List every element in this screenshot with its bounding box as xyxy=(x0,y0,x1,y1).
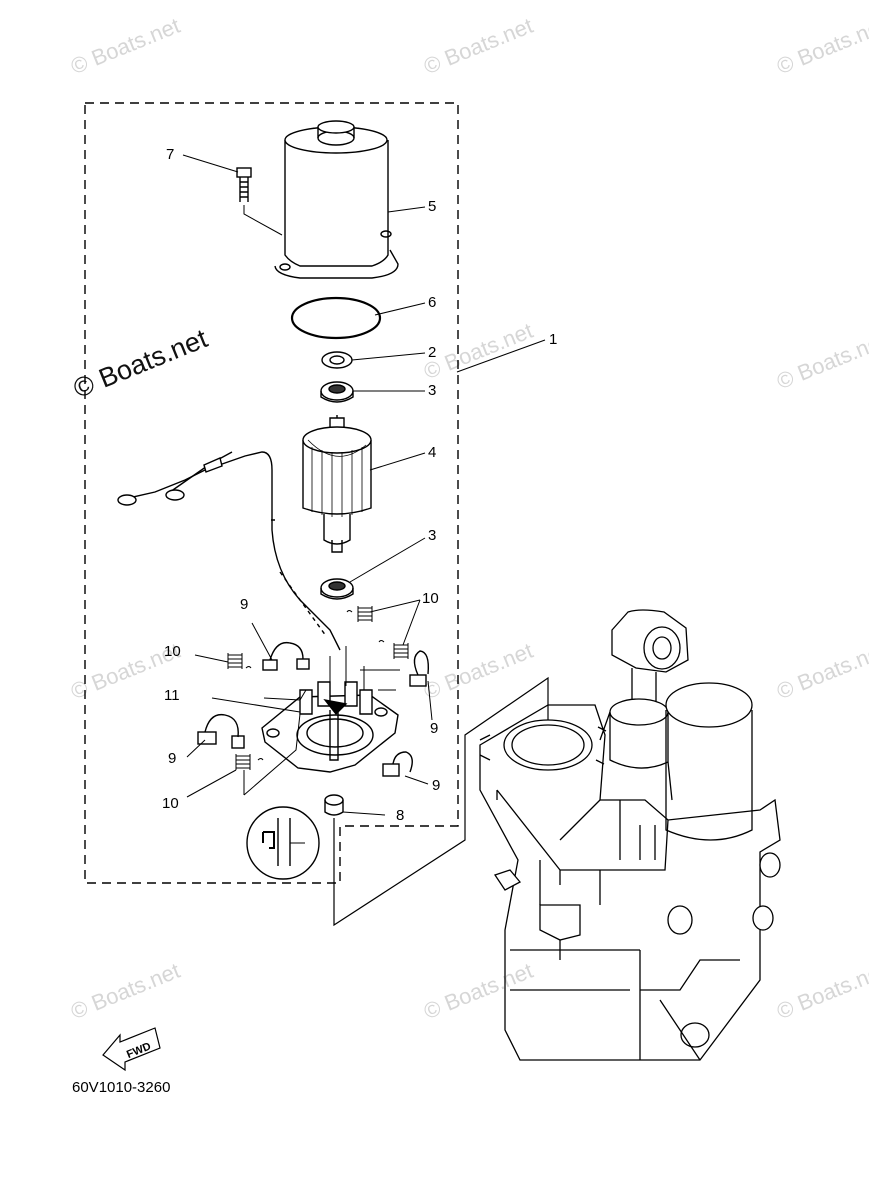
part-3-upper-bearing xyxy=(320,381,354,403)
callout-8: 8 xyxy=(396,807,405,824)
part-4-armature xyxy=(302,415,372,553)
part-10-spring-top xyxy=(346,606,373,622)
callout-9-left: 9 xyxy=(168,750,177,767)
callout-1: 1 xyxy=(549,331,558,348)
callout-9-right: 9 xyxy=(430,720,439,737)
part-9-brush-right xyxy=(409,650,430,687)
trim-tilt-unit xyxy=(479,609,781,1061)
callout-10-left: 10 xyxy=(164,643,181,660)
callout-3-lower: 3 xyxy=(428,527,437,544)
part-9-brush-left xyxy=(197,713,245,749)
part-6-o-ring xyxy=(290,296,382,340)
cable-leads xyxy=(117,451,341,651)
callout-2: 2 xyxy=(428,344,437,361)
diagram-code: 60V1010-3260 xyxy=(72,1079,171,1096)
callout-3-upper: 3 xyxy=(428,382,437,399)
part-8-bushing xyxy=(324,794,344,816)
callout-11: 11 xyxy=(164,687,180,704)
part-10-spring-right xyxy=(378,640,409,659)
callout-9-upper-left: 9 xyxy=(240,596,249,613)
part-2-seal xyxy=(321,351,353,369)
part-5-motor-housing xyxy=(274,120,399,279)
callout-6: 6 xyxy=(428,294,437,311)
part-3-lower-bearing xyxy=(320,578,354,600)
part-9-brush-upper-left xyxy=(262,641,310,671)
part-10-spring-bottom xyxy=(235,754,264,770)
fwd-arrow-icon xyxy=(102,1027,161,1072)
callout-7: 7 xyxy=(166,146,175,163)
part-10-spring-left xyxy=(227,653,252,669)
leader-lines xyxy=(182,154,546,816)
part-9-brush-lower-right xyxy=(382,751,413,777)
part-7-bolt xyxy=(236,167,283,236)
callout-4: 4 xyxy=(428,444,437,461)
detail-inset xyxy=(246,806,320,880)
part-11-brush-holder xyxy=(261,681,399,773)
callout-10-top: 10 xyxy=(422,590,439,607)
callout-5: 5 xyxy=(428,198,437,215)
callout-9-lower-right: 9 xyxy=(432,777,441,794)
callout-10-bottom: 10 xyxy=(162,795,179,812)
link-lines xyxy=(333,676,549,927)
